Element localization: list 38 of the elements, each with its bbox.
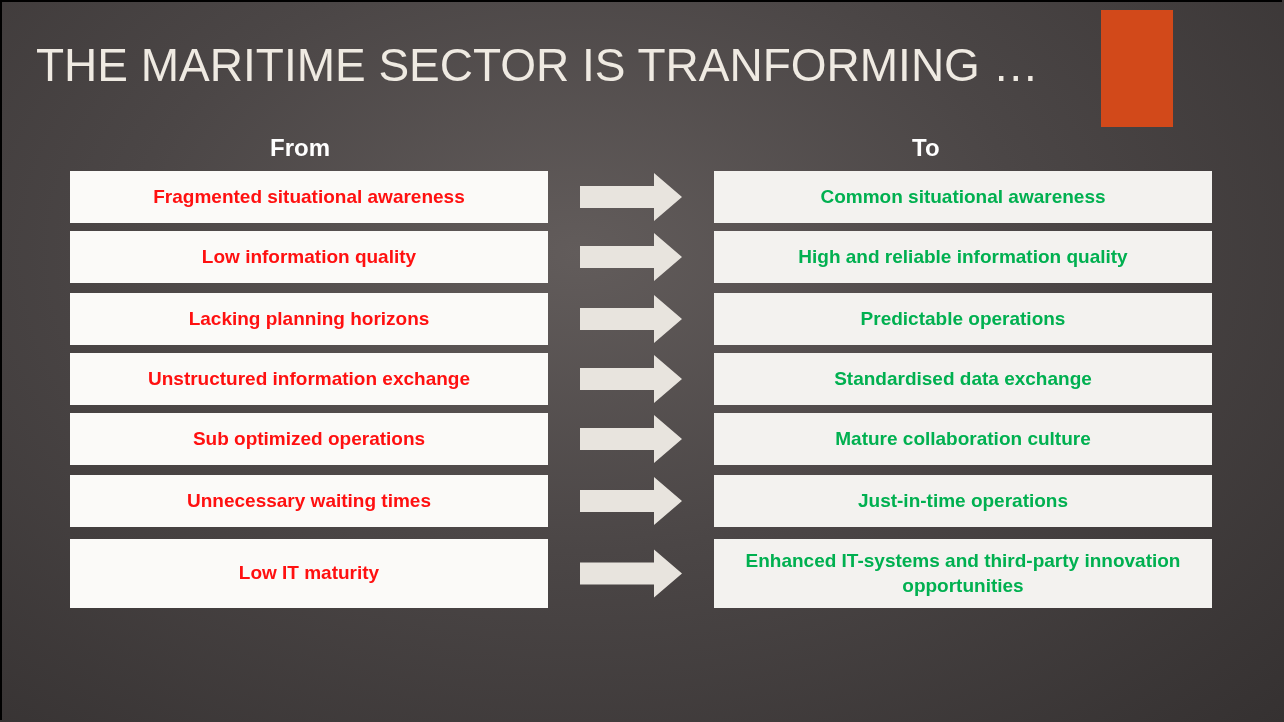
current-state-box [70, 353, 548, 405]
column-heading: From [270, 134, 330, 162]
box-text: Standardised data exchange [834, 366, 1092, 391]
box-text: High and reliable information quality [798, 244, 1128, 269]
target-state-box [714, 171, 1212, 223]
box-text: Low IT maturity [238, 561, 380, 586]
block-arrow [580, 415, 682, 463]
current-state-box [70, 539, 548, 608]
target-state-box [714, 353, 1212, 405]
box-text: Common situational awareness [820, 184, 1106, 209]
box-text: Unnecessary waiting times [187, 488, 431, 513]
slide-title: THE MARITIME SECTOR IS TRANFORMING … [36, 38, 1039, 92]
box-text: Fragmented situational awareness [153, 184, 465, 209]
box-text: Enhanced IT-systems and third-party innovation opportunities [744, 548, 1182, 598]
column-heading: To [912, 134, 940, 162]
target-state-box [714, 475, 1212, 527]
current-state-box [70, 171, 548, 223]
current-state-box [70, 475, 548, 527]
current-state-box [70, 413, 548, 465]
box-text: Low information quality [201, 244, 417, 269]
box-text: Just-in-time operations [857, 488, 1069, 513]
target-state-box [714, 231, 1212, 283]
current-state-box [70, 293, 548, 345]
box-text: Unstructured information exchange [148, 366, 470, 391]
block-arrow [580, 355, 682, 403]
box-text: Mature collaboration culture [835, 426, 1091, 451]
block-arrow [580, 173, 682, 221]
block-arrow [580, 549, 682, 598]
box-text: Predictable operations [860, 306, 1066, 331]
block-arrow [580, 295, 682, 343]
block-arrow [580, 233, 682, 281]
block-arrow [580, 477, 682, 525]
target-state-box [714, 293, 1212, 345]
box-text: Sub optimized operations [192, 426, 426, 451]
target-state-box [714, 539, 1212, 608]
box-text: Lacking planning horizons [188, 306, 430, 331]
target-state-box [714, 413, 1212, 465]
current-state-box [70, 231, 548, 283]
